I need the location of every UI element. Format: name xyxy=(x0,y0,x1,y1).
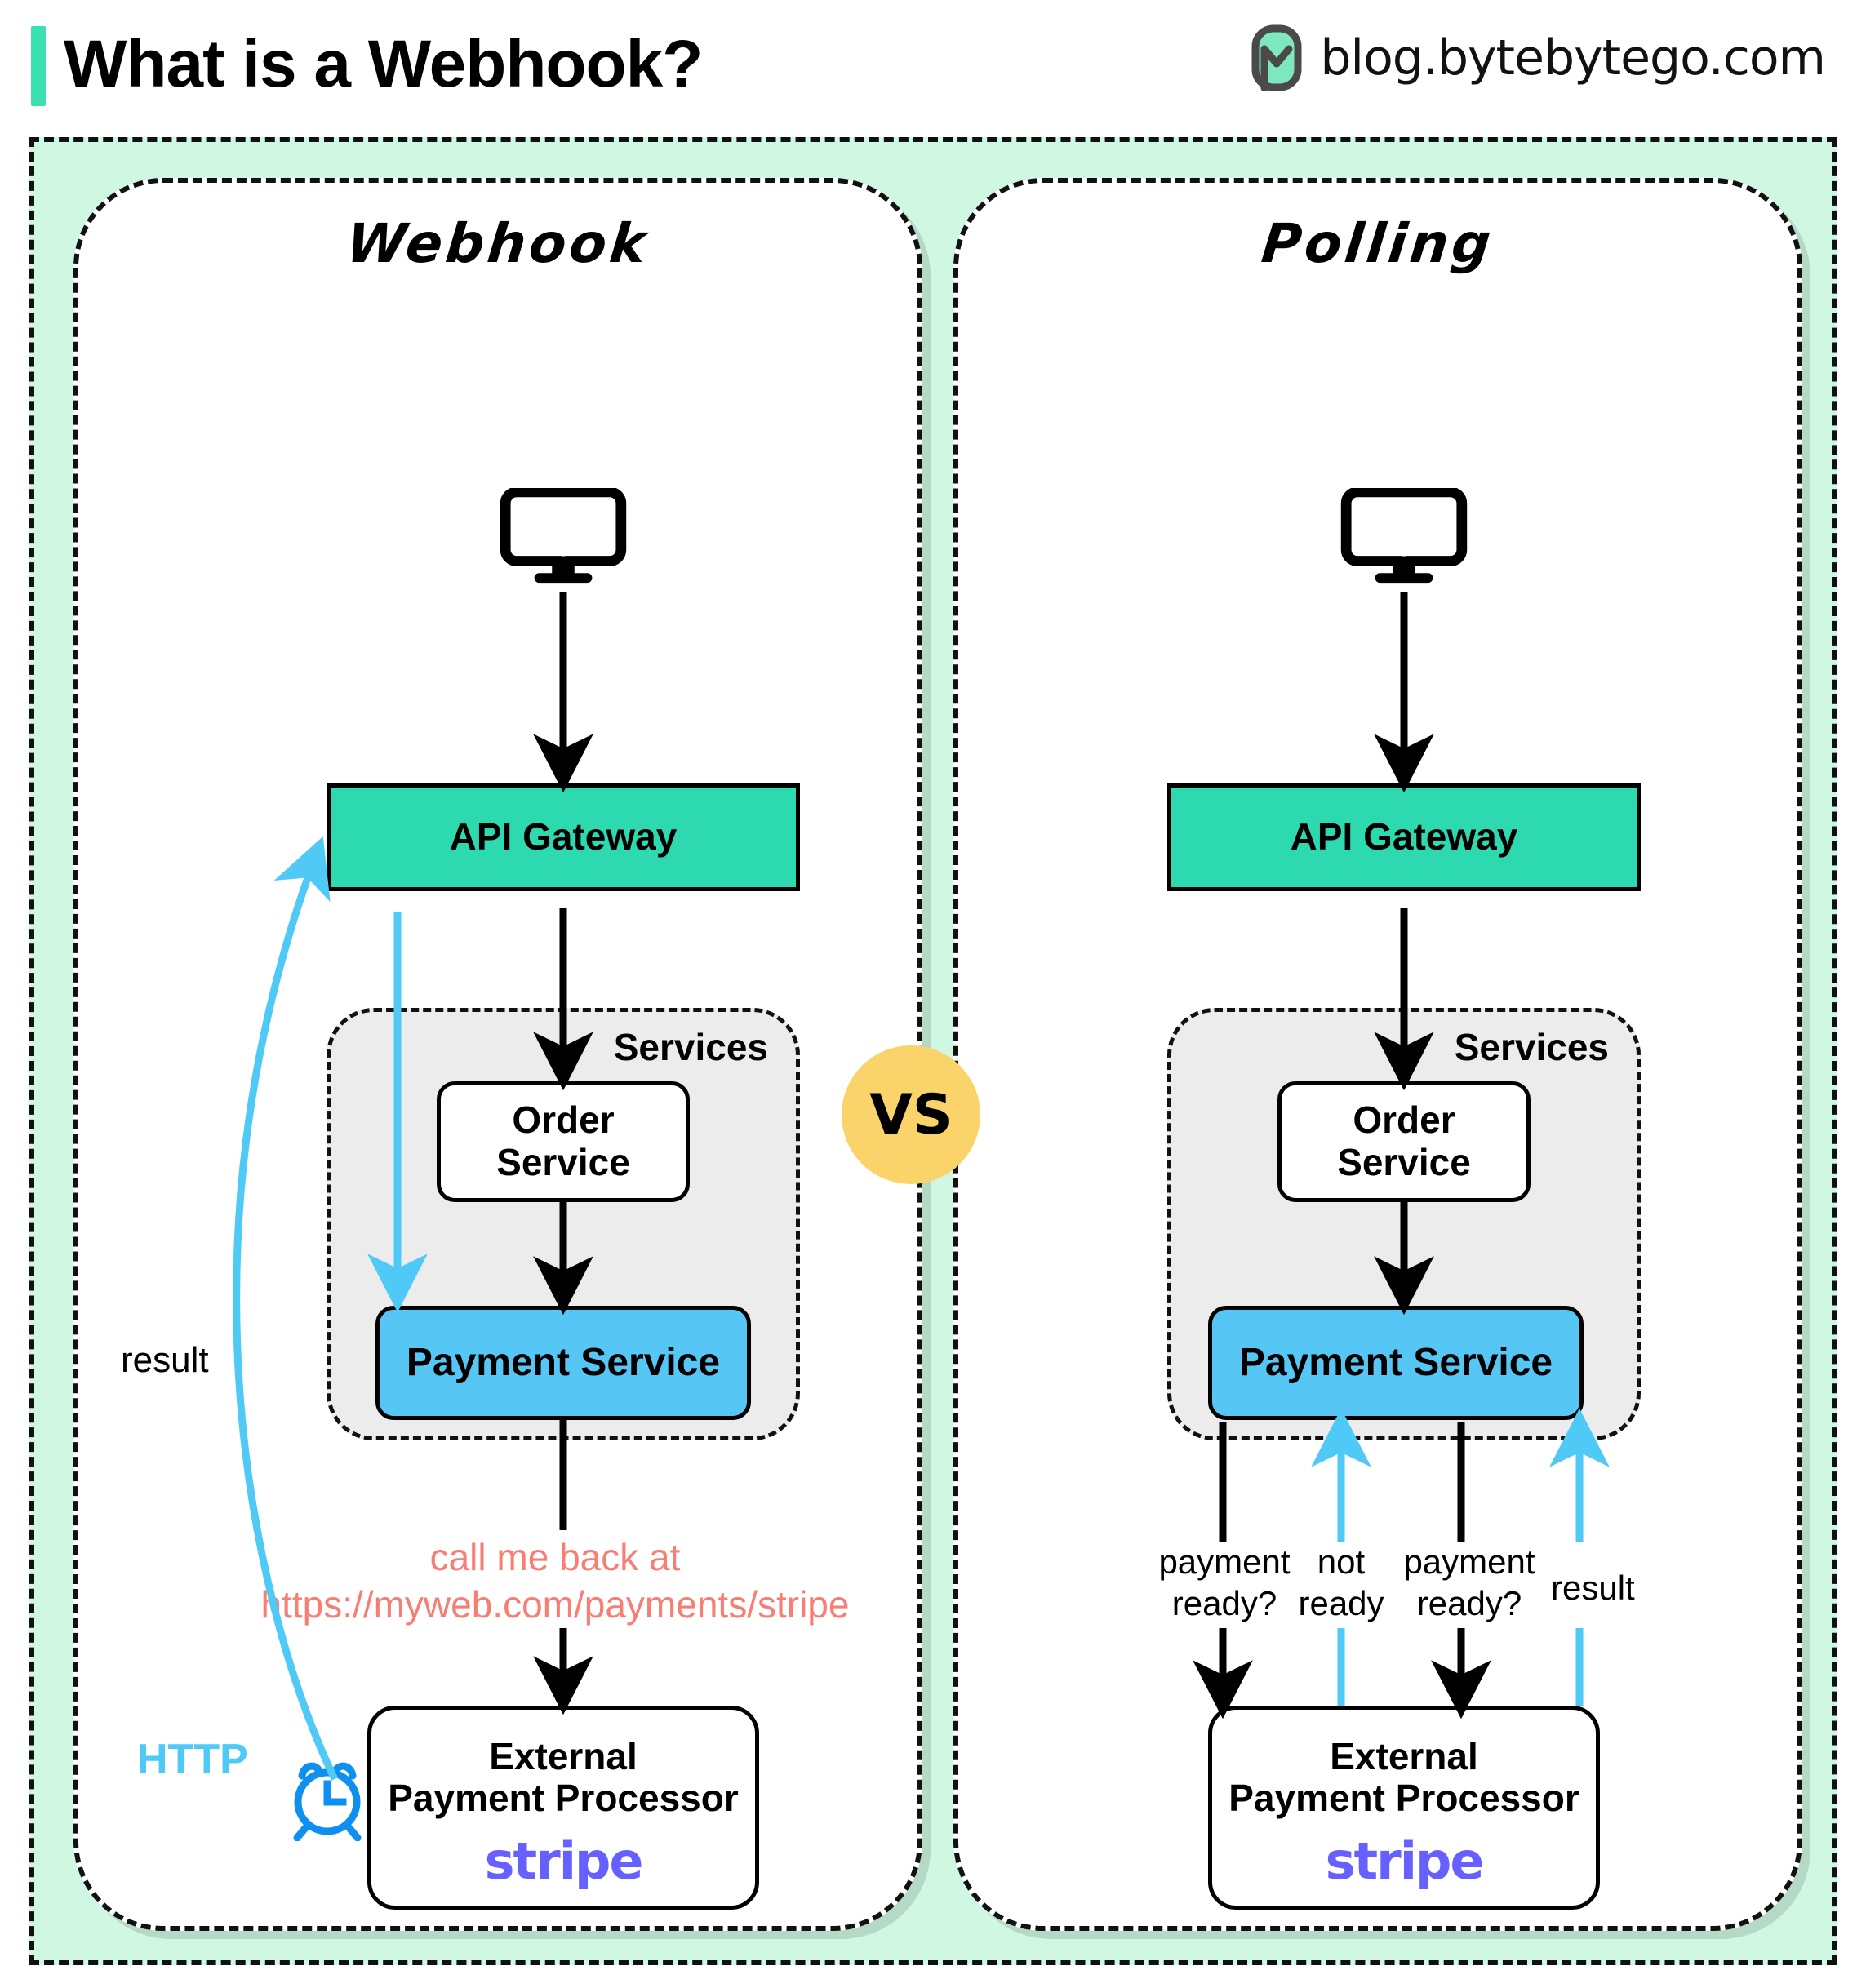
order-service-label-line1: Order xyxy=(1353,1098,1455,1142)
brand-block: blog.bytebytego.com xyxy=(1251,24,1826,91)
payment-service-polling[interactable]: Payment Service xyxy=(1208,1306,1584,1420)
processor-label-line2: Payment Processor xyxy=(388,1777,739,1820)
poll-label-3-line1: payment xyxy=(1403,1542,1535,1581)
http-label-webhook: HTTP xyxy=(137,1736,248,1783)
payment-service-label: Payment Service xyxy=(1238,1341,1553,1385)
vs-badge: VS xyxy=(842,1045,980,1184)
external-payment-processor-polling[interactable]: External Payment Processor stripe xyxy=(1208,1706,1600,1910)
poll-label-2-line1: not xyxy=(1317,1542,1366,1581)
poll-label-2-line2: ready xyxy=(1298,1584,1384,1623)
processor-label-line1: External xyxy=(1330,1734,1478,1777)
payment-service-label: Payment Service xyxy=(406,1341,721,1385)
order-service-webhook[interactable]: Order Service xyxy=(437,1081,690,1202)
order-service-label-line1: Order xyxy=(512,1098,615,1142)
callback-line1: call me back at xyxy=(429,1536,681,1578)
callback-line2: https://myweb.com/payments/stripe xyxy=(260,1582,850,1626)
result-label-webhook: result xyxy=(121,1340,209,1380)
poll-label-1-line2: ready? xyxy=(1171,1584,1277,1623)
order-service-polling[interactable]: Order Service xyxy=(1277,1081,1531,1202)
monitor-icon-webhook xyxy=(500,488,627,584)
stripe-logo-polling: stripe xyxy=(1325,1830,1485,1891)
processor-label-line2: Payment Processor xyxy=(1228,1777,1579,1820)
order-service-label-line2: Service xyxy=(1337,1141,1471,1183)
api-gateway-label: API Gateway xyxy=(1290,815,1518,859)
poll-label-1: payment ready? xyxy=(1143,1541,1306,1624)
panel-title-webhook: Webhook xyxy=(343,212,653,275)
poll-label-3: payment ready? xyxy=(1388,1541,1551,1624)
poll-label-4: result xyxy=(1551,1569,1635,1607)
alarm-clock-icon xyxy=(293,1762,362,1841)
api-gateway-polling[interactable]: API Gateway xyxy=(1167,783,1641,891)
processor-label-line1: External xyxy=(489,1734,638,1777)
payment-service-webhook[interactable]: Payment Service xyxy=(375,1306,751,1420)
page-title: What is a Webhook? xyxy=(64,27,703,101)
panel-title-polling: Polling xyxy=(1259,212,1497,275)
callback-annotation-webhook: call me back at https://myweb.com/paymen… xyxy=(245,1534,865,1628)
poll-label-2: not ready xyxy=(1284,1541,1398,1624)
poll-label-1-line1: payment xyxy=(1158,1542,1291,1581)
external-payment-processor-webhook[interactable]: External Payment Processor stripe xyxy=(367,1706,759,1910)
bytebytego-logo-icon xyxy=(1251,24,1302,91)
poll-label-3-line2: ready? xyxy=(1416,1584,1522,1623)
api-gateway-webhook[interactable]: API Gateway xyxy=(327,783,800,891)
order-service-label-line2: Service xyxy=(496,1141,630,1183)
api-gateway-label: API Gateway xyxy=(449,815,678,859)
monitor-icon-polling xyxy=(1340,488,1468,584)
page-header: What is a Webhook? blog.bytebytego.com xyxy=(0,0,1866,131)
stripe-logo-webhook: stripe xyxy=(484,1830,644,1891)
services-label-webhook: Services xyxy=(613,1026,768,1068)
services-label-polling: Services xyxy=(1454,1026,1609,1068)
title-accent-bar xyxy=(31,26,46,106)
brand-domain-text: blog.bytebytego.com xyxy=(1320,29,1826,87)
